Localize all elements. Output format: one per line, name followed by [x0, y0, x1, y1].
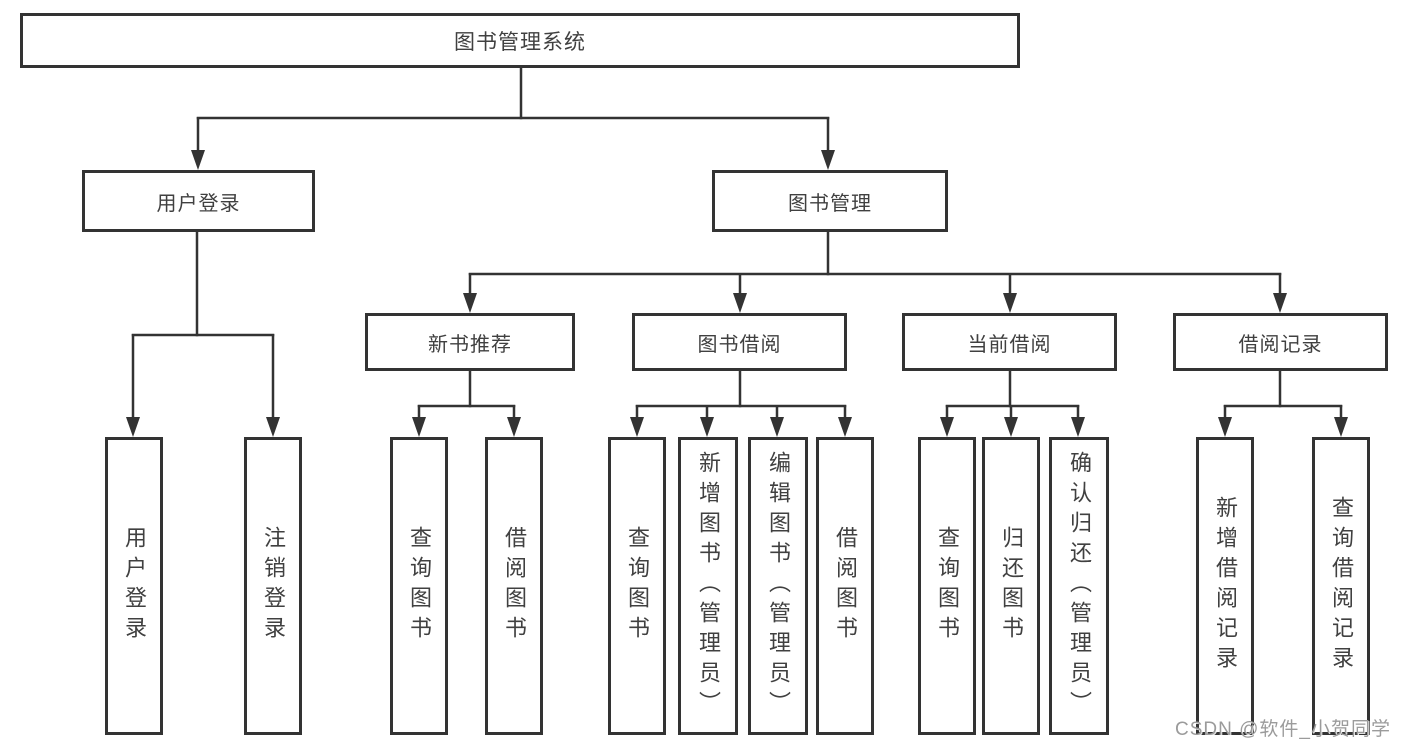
leaf-user-login: 用户登录	[105, 437, 163, 735]
leaf-query-books: 查询图书	[390, 437, 448, 735]
leaf-edit-books-admin: 编辑图书（管理员）	[748, 437, 808, 735]
node-book-management: 图书管理	[712, 170, 948, 232]
leaf-query-books: 查询图书	[918, 437, 976, 735]
leaf-label: 新增借阅记录	[1213, 496, 1238, 676]
leaf-query-books: 查询图书	[608, 437, 666, 735]
node-library-management-system: 图书管理系统	[20, 13, 1020, 68]
leaf-label: 查询借阅记录	[1329, 496, 1354, 676]
leaf-borrow-books: 借阅图书	[816, 437, 874, 735]
leaf-label: 查询图书	[407, 526, 432, 646]
csdn-watermark: CSDN @软件_小贺同学	[1175, 719, 1391, 740]
node-new-book-recommend: 新书推荐	[365, 313, 575, 371]
leaf-label: 注销登录	[261, 526, 286, 646]
leaf-label: 确认归还（管理员）	[1067, 451, 1092, 721]
leaf-add-books-admin: 新增图书（管理员）	[678, 437, 738, 735]
leaf-label: 查询图书	[935, 526, 960, 646]
leaf-query-borrow-record: 查询借阅记录	[1312, 437, 1370, 735]
leaf-label: 编辑图书（管理员）	[766, 451, 791, 721]
leaf-label: 归还图书	[999, 526, 1024, 646]
leaf-return-books: 归还图书	[982, 437, 1040, 735]
leaf-label: 新增图书（管理员）	[696, 451, 721, 721]
leaf-label: 查询图书	[625, 526, 650, 646]
leaf-logout: 注销登录	[244, 437, 302, 735]
node-borrowing-records: 借阅记录	[1173, 313, 1388, 371]
node-current-borrowing: 当前借阅	[902, 313, 1117, 371]
node-user-login: 用户登录	[82, 170, 315, 232]
leaf-add-borrow-record: 新增借阅记录	[1196, 437, 1254, 735]
leaf-borrow-books: 借阅图书	[485, 437, 543, 735]
leaf-confirm-return-admin: 确认归还（管理员）	[1049, 437, 1109, 735]
node-book-borrowing: 图书借阅	[632, 313, 847, 371]
leaf-label: 用户登录	[122, 526, 147, 646]
leaf-label: 借阅图书	[833, 526, 858, 646]
leaf-label: 借阅图书	[502, 526, 527, 646]
